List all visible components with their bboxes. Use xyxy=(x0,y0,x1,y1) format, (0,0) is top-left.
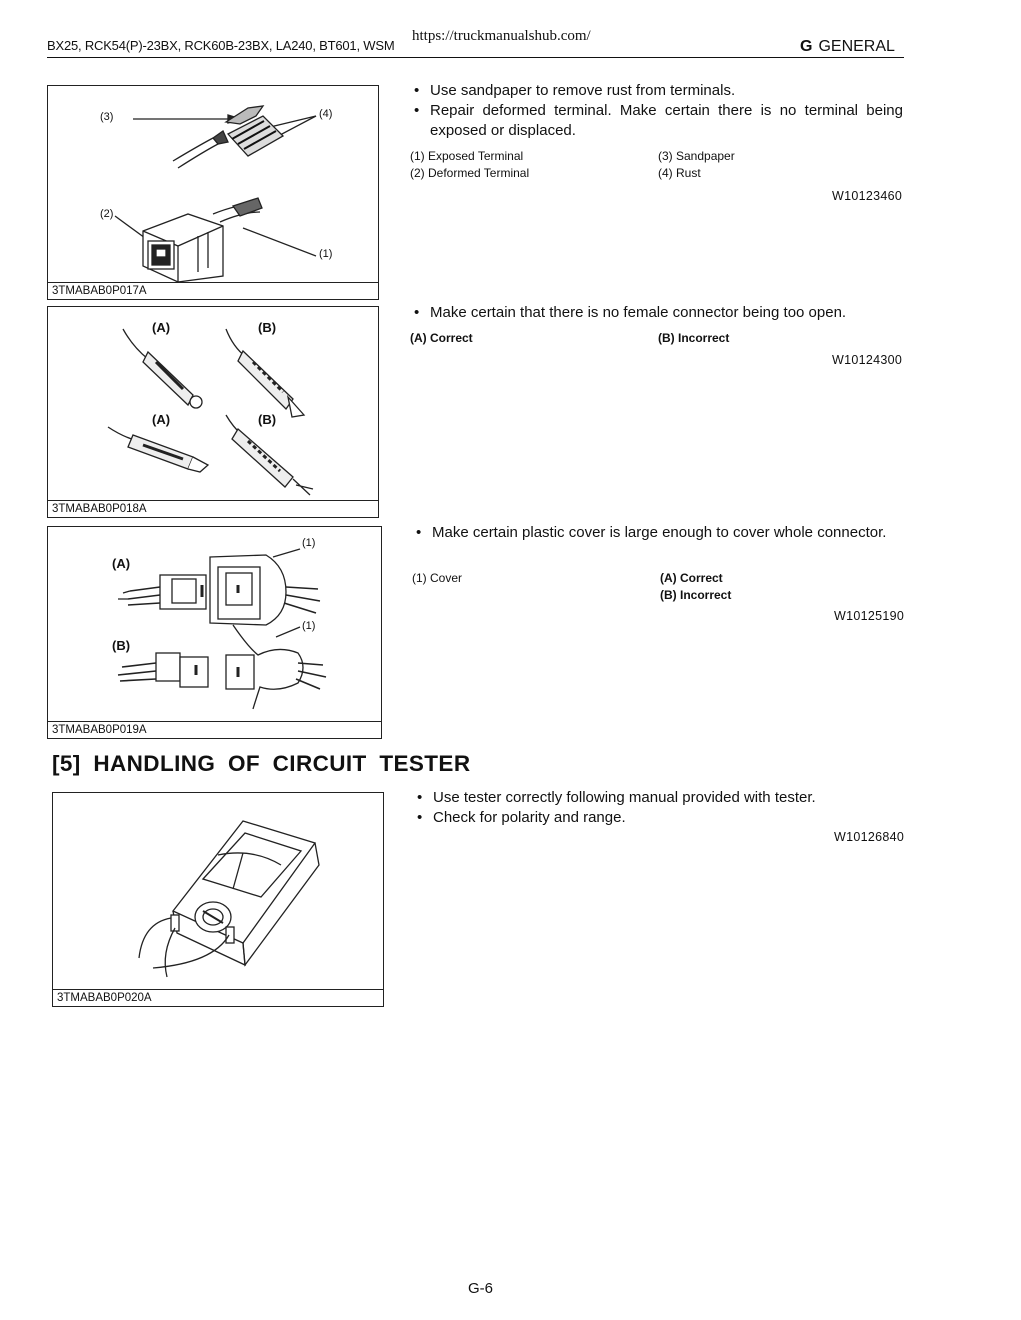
figure-terminal-repair: (3) (4) (2) (1) 3TMABAB0P017A xyxy=(47,85,379,300)
reference-code: W10124300 xyxy=(832,353,903,367)
label-incorrect: (B) xyxy=(112,638,131,653)
header-section: G GENERAL xyxy=(800,38,895,56)
label-incorrect-bottom: (B) xyxy=(258,412,277,427)
instruction-list: Make certain plastic cover is large enou… xyxy=(412,523,905,543)
instruction-item: Check for polarity and range. xyxy=(413,808,906,828)
header-url[interactable]: https://truckmanualshub.com/ xyxy=(412,28,591,44)
legend: (A) Correct (B) Incorrect xyxy=(410,330,903,350)
plastic-cover-illustration xyxy=(117,548,327,710)
legend-item: (A) Correct xyxy=(660,571,723,585)
legend-item: (1) Cover xyxy=(412,571,463,585)
legend-item: (A) Correct xyxy=(410,331,473,345)
legend-item: (B) Incorrect xyxy=(658,331,730,345)
legend-item: (4) Rust xyxy=(658,166,701,180)
label-correct-bottom: (A) xyxy=(152,412,171,427)
female-connector-illustration xyxy=(107,328,314,496)
callout-cover-b: (1) xyxy=(302,620,316,632)
instruction-item: Use tester correctly following manual pr… xyxy=(413,788,906,808)
instruction-list: Make certain that there is no female con… xyxy=(410,303,903,323)
figure-plastic-cover: (A) (1) (B) (1) 3TMABAB0P019A xyxy=(47,526,382,739)
callout-cover-a: (1) xyxy=(302,537,316,549)
callout-3: (3) xyxy=(100,111,114,123)
header-model-list: BX25, RCK54(P)-23BX, RCK60B-23BX, LA240,… xyxy=(47,38,395,53)
callout-2: (2) xyxy=(100,208,114,220)
callout-4: (4) xyxy=(319,108,333,120)
figure-caption: 3TMABAB0P020A xyxy=(53,989,383,1006)
section-letter: G xyxy=(800,38,813,55)
legend: (1) Exposed Terminal (3) Sandpaper (2) D… xyxy=(410,148,903,188)
page-number: G-6 xyxy=(468,1280,494,1297)
section-title: [5] HANDLING OF CIRCUIT TESTER xyxy=(52,751,471,776)
label-incorrect-top: (B) xyxy=(258,320,277,335)
figure-caption: 3TMABAB0P018A xyxy=(48,500,378,517)
reference-code: W10125190 xyxy=(834,609,905,623)
figure-circuit-tester: 3TMABAB0P020A xyxy=(52,792,384,1007)
label-correct-top: (A) xyxy=(152,320,171,335)
figure-female-connector: (A) (B) (A) (B) 3TMABAB0P018A xyxy=(47,306,379,518)
terminal-repair-illustration xyxy=(114,105,317,282)
legend-item: (B) Incorrect xyxy=(660,588,732,602)
section-name: GENERAL xyxy=(818,38,895,55)
instruction-item: Make certain plastic cover is large enou… xyxy=(412,523,905,543)
reference-code: W10126840 xyxy=(834,830,905,844)
reference-code: W10123460 xyxy=(832,189,903,203)
legend-item: (1) Exposed Terminal xyxy=(410,149,524,163)
figure-caption: 3TMABAB0P017A xyxy=(48,282,378,299)
legend-item: (3) Sandpaper xyxy=(658,149,735,163)
header-rule xyxy=(47,57,904,58)
instruction-item: Use sandpaper to remove rust from termin… xyxy=(410,81,903,101)
label-correct: (A) xyxy=(112,556,131,571)
circuit-tester-illustration xyxy=(138,820,320,978)
legend: (1) Cover (A) Correct (B) Incorrect xyxy=(412,570,905,606)
instruction-item: Repair deformed terminal. Make certain t… xyxy=(410,101,903,141)
instruction-list: Use tester correctly following manual pr… xyxy=(413,788,906,828)
instruction-list: Use sandpaper to remove rust from termin… xyxy=(410,81,903,141)
figure-caption: 3TMABAB0P019A xyxy=(48,721,381,738)
instruction-item: Make certain that there is no female con… xyxy=(410,303,903,323)
legend-item: (2) Deformed Terminal xyxy=(410,166,530,180)
callout-1: (1) xyxy=(319,248,333,260)
